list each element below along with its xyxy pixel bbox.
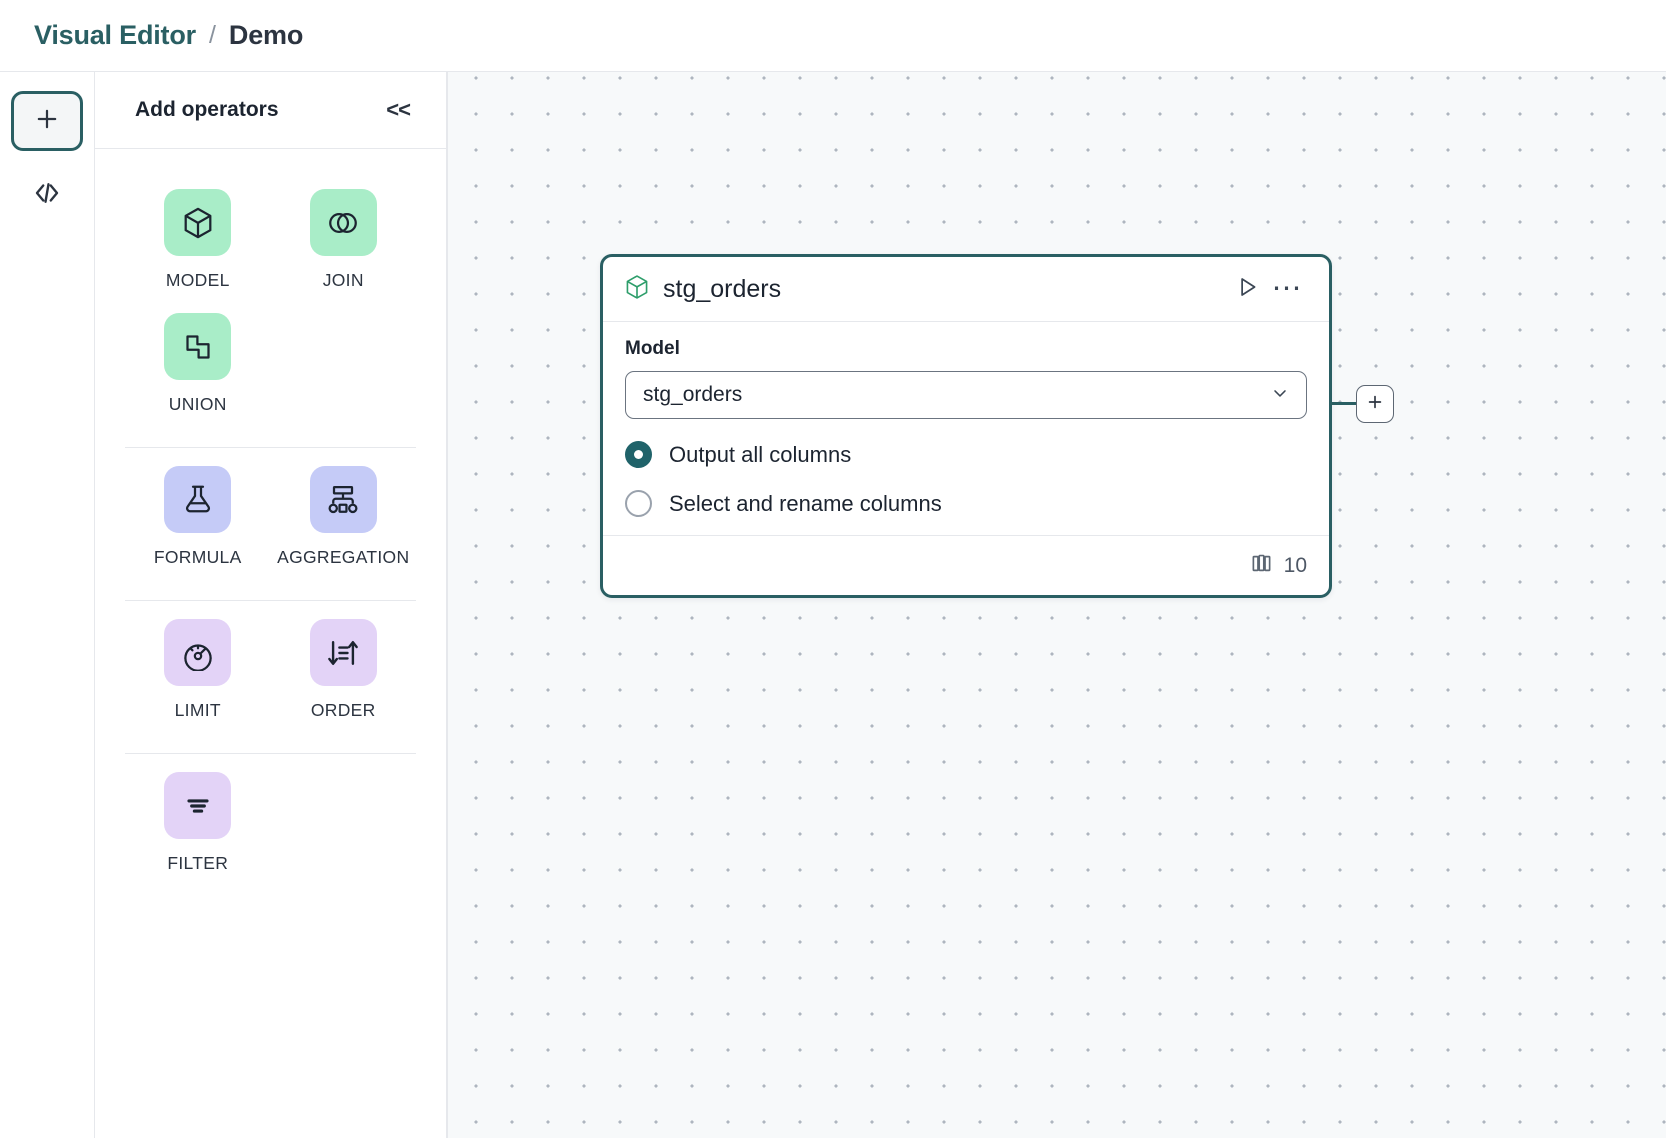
sort-arrows-icon <box>309 619 377 686</box>
radio-output-all-columns[interactable]: Output all columns <box>625 441 1307 468</box>
column-count: 10 <box>1283 553 1307 577</box>
operators-panel-header: Add operators << <box>95 72 446 149</box>
operator-label: LIMIT <box>174 700 221 720</box>
add-operators-toggle-button[interactable] <box>11 91 83 151</box>
operator-label: JOIN <box>322 270 364 290</box>
columns-icon <box>1249 551 1274 581</box>
code-icon <box>32 178 62 213</box>
radio-select-and-rename-columns[interactable]: Select and rename columns <box>625 490 1307 517</box>
operator-limit[interactable]: LIMIT <box>125 619 271 721</box>
union-shapes-icon <box>164 313 232 380</box>
radio-label: Select and rename columns <box>669 490 942 516</box>
operator-label: FORMULA <box>153 547 242 567</box>
operator-label: UNION <box>168 394 227 414</box>
operators-panel: Add operators << MODEL <box>95 72 447 1138</box>
operator-group-row-ops: LIMIT ORDER <box>125 600 416 753</box>
breadcrumb-separator: / <box>208 21 216 49</box>
operator-label: FILTER <box>167 853 229 873</box>
radio-indicator-unselected <box>625 490 652 517</box>
cube-icon <box>164 189 232 256</box>
chevron-down-icon <box>1270 383 1290 408</box>
add-downstream-node-button[interactable] <box>1356 385 1394 423</box>
more-horizontal-icon: ⋯ <box>1271 272 1303 305</box>
node-header: stg_orders ⋯ <box>603 257 1329 322</box>
flask-icon <box>164 466 232 533</box>
code-view-button[interactable] <box>11 165 83 225</box>
operator-group-transforms: FORMULA AGGREGATION <box>125 447 416 600</box>
node-footer: 10 <box>603 535 1329 595</box>
operator-model[interactable]: MODEL <box>125 189 271 291</box>
radio-indicator-selected <box>625 441 652 468</box>
node-body: Model stg_orders Output all columns S <box>603 322 1329 535</box>
node-connector-stub <box>1332 402 1360 405</box>
hierarchy-icon <box>309 466 377 533</box>
app-body: Add operators << MODEL <box>0 72 1666 1138</box>
collapse-panel-button[interactable]: << <box>386 97 411 122</box>
node-title: stg_orders <box>663 274 782 303</box>
operator-formula[interactable]: FORMULA <box>125 466 271 568</box>
operator-join[interactable]: JOIN <box>271 189 417 291</box>
operator-union[interactable]: UNION <box>125 313 271 415</box>
operator-aggregation[interactable]: AGGREGATION <box>271 466 417 568</box>
operator-group-sources: MODEL JOIN UNION <box>125 171 416 447</box>
model-node-card[interactable]: stg_orders ⋯ Model stg_orders <box>600 254 1332 598</box>
flow-canvas[interactable]: stg_orders ⋯ Model stg_orders <box>447 72 1666 1138</box>
operator-label: ORDER <box>310 700 376 720</box>
operator-label: AGGREGATION <box>277 547 410 567</box>
filter-icon <box>164 772 232 839</box>
radio-label: Output all columns <box>669 441 852 467</box>
panel-title: Add operators <box>135 98 279 121</box>
play-icon <box>1234 274 1260 305</box>
plus-icon <box>1365 392 1385 417</box>
run-node-button[interactable] <box>1227 269 1267 309</box>
operator-filter[interactable]: FILTER <box>125 772 271 874</box>
plus-icon <box>33 105 61 138</box>
model-select-value: stg_orders <box>643 383 743 406</box>
operator-label: MODEL <box>165 270 230 290</box>
venn-circles-icon <box>309 189 377 256</box>
operator-order[interactable]: ORDER <box>271 619 417 721</box>
gauge-icon <box>164 619 232 686</box>
model-field-label: Model <box>625 338 680 359</box>
breadcrumb-bar: Visual Editor / Demo <box>0 0 1666 72</box>
cube-icon <box>623 273 651 306</box>
operator-group-filter: FILTER <box>125 753 416 906</box>
model-select[interactable]: stg_orders <box>625 371 1307 419</box>
operators-list: MODEL JOIN UNION <box>95 149 446 906</box>
breadcrumb-root-link[interactable]: Visual Editor <box>34 20 196 50</box>
node-menu-button[interactable]: ⋯ <box>1267 269 1307 309</box>
left-icon-rail <box>0 72 95 1138</box>
breadcrumb-current: Demo <box>228 20 304 50</box>
